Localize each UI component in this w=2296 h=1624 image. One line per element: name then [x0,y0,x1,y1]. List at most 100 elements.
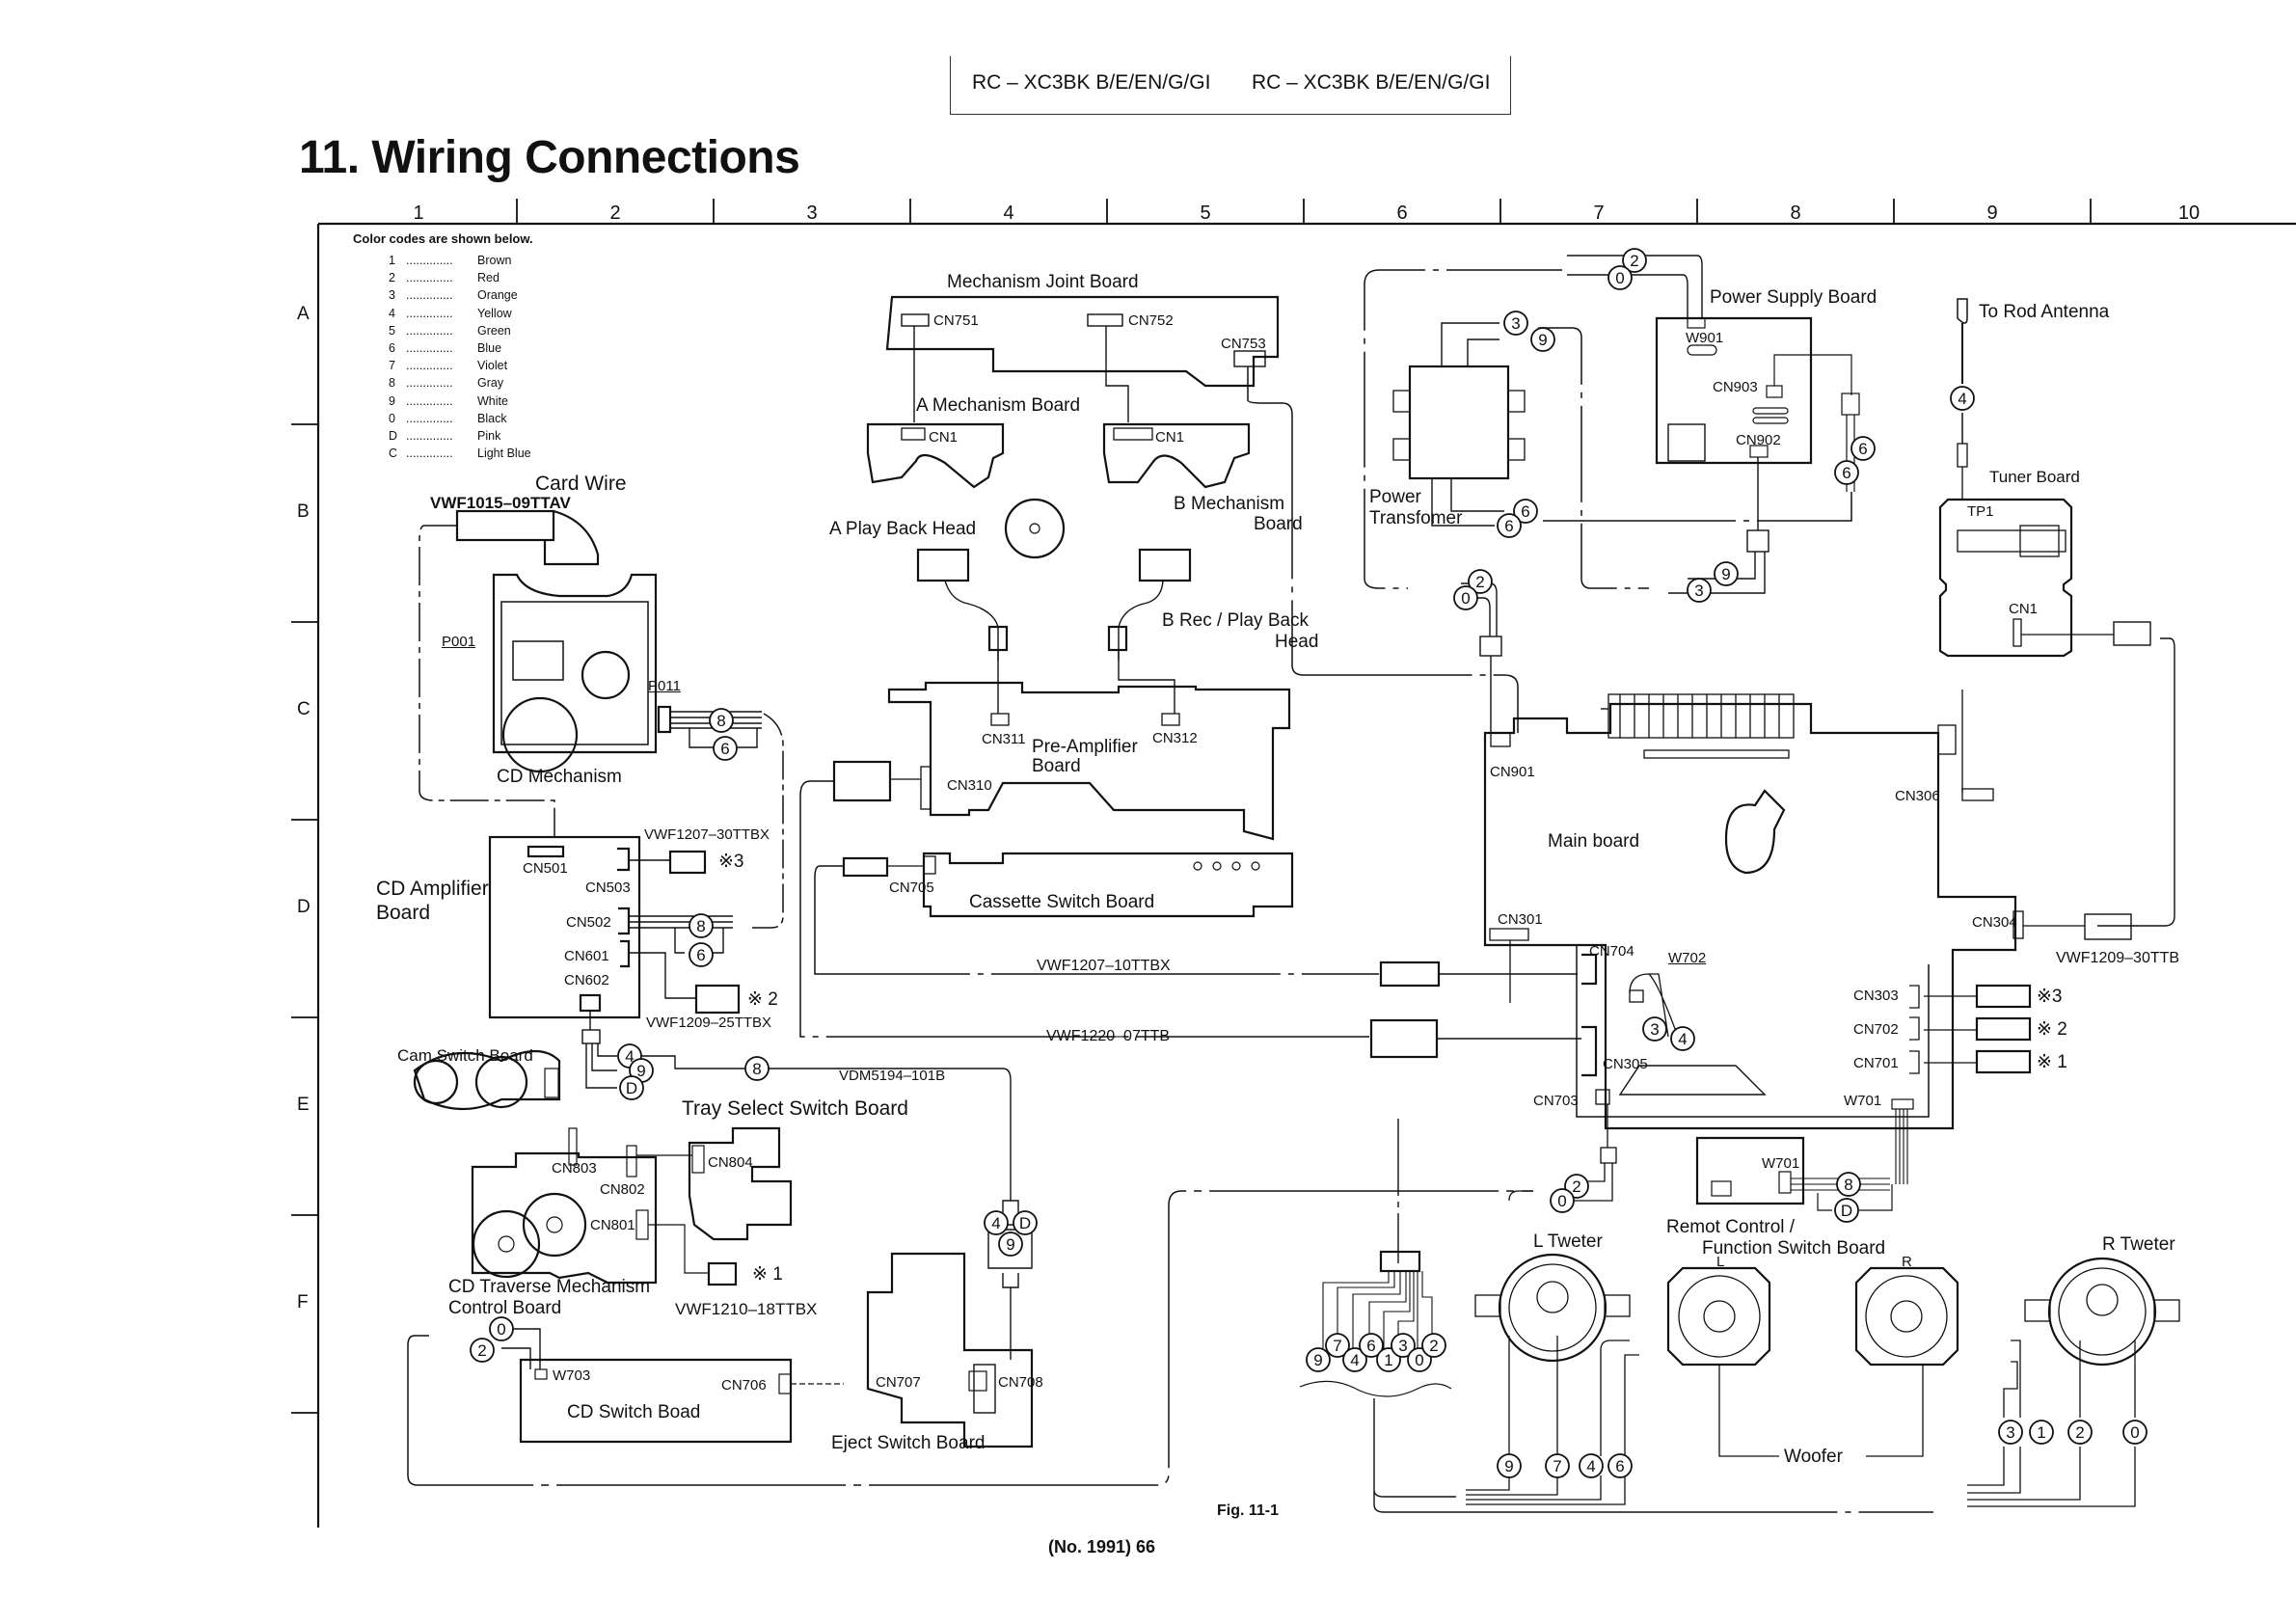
column-dividers [516,199,2092,224]
svg-text:3: 3 [1511,314,1520,333]
legend-dots: .............. [406,271,453,285]
w702-label: W702 [1668,950,1707,966]
cd-switch-board [519,1358,793,1444]
grid-column-5: 5 [1200,203,1211,224]
legend-dots: .............. [406,306,453,320]
wire-code-cd-mech-6: 6 [713,736,738,761]
r-tweeter [2024,1257,2180,1367]
legend-item: 7..............Violet [389,359,507,372]
legend-item: C..............Light Blue [389,447,531,460]
svg-text:3: 3 [2006,1423,2014,1442]
a-playback-head [916,548,1009,661]
grid-row-A: A [297,304,310,324]
vwf1207-10-label: VWF1207–10TTBX [1037,958,1171,974]
cn304-label: CN304 [1972,914,2017,931]
wire-code-amp-6: 6 [689,942,714,967]
cd-amplifier-label-2: Board [376,902,431,924]
cn503-label: CN503 [585,880,631,896]
wire-code-rw-3: 3 [1998,1420,2023,1445]
b-recplay-head-label-1: B Rec / Play Back [1162,610,1310,631]
legend-code: 9 [389,393,395,408]
eject-switch-label: Eject Switch Board [831,1433,986,1453]
wire-code-tr-6a: 6 [1513,499,1538,524]
cn703-label: CN703 [1533,1093,1579,1109]
cn753-label: CN753 [1221,336,1266,352]
legend-code: D [389,429,398,443]
b-mechanism-board [1102,422,1251,489]
legend-color: Black [477,411,507,425]
wire-code-w702-3: 3 [1642,1016,1667,1042]
legend-item: 0..............Black [389,412,507,425]
legend-code: 6 [389,341,395,355]
main-ref-mark-3: ※3 [2037,987,2063,1007]
wire-code-rc-D: D [1834,1198,1859,1223]
a-mech-cn1-label: CN1 [929,429,959,446]
legend-dots: .............. [406,376,453,391]
cn303-label: CN303 [1853,988,1899,1004]
pre-amplifier-label-1: Pre-Amplifier [1032,737,1138,757]
main-board-label: Main board [1548,831,1640,852]
main-ref-mark-1: ※ 1 [2037,1052,2067,1072]
legend-code: 2 [389,271,395,285]
page-title: 11. Wiring Connections [299,132,800,183]
w703-label: W703 [553,1367,591,1384]
svg-text:3: 3 [1650,1020,1659,1039]
tp1-label: TP1 [1967,503,1994,520]
svg-text:4: 4 [1958,390,1966,408]
grid-row-C: C [297,699,311,719]
a-mechanism-board [866,422,1005,489]
wire-code-ej-D: D [1013,1210,1038,1235]
legend-code: 7 [389,359,395,373]
r-tweeter-label: R Tweter [2102,1234,2175,1255]
b-recplay-head [1107,548,1192,661]
grid-column-3: 3 [806,203,818,224]
wire-code-rw-1: 1 [2029,1420,2054,1445]
motor [1004,498,1066,559]
amp-harness [629,915,733,999]
wire-code-ps-2: 2 [1622,248,1647,273]
vwf1220-07-label: VWF1220–07TTB [1046,1028,1171,1044]
grid-row-D: D [297,897,311,917]
r-woofer [1854,1266,1959,1367]
legend-item: 2..............Red [389,271,500,284]
cn311-label: CN311 [982,731,1026,747]
figure-caption: Fig. 11-1 [1217,1502,1280,1519]
p011-label: P011 [648,678,681,694]
cam-switch-label: Cam Switch Board [397,1046,533,1065]
cn704-label: CN704 [1589,943,1634,960]
wire-code-lt-9: 9 [1497,1453,1522,1478]
traverse-label-1: CD Traverse Mechanism [448,1277,651,1297]
cn707-label: CN707 [876,1374,921,1391]
legend-color: Blue [477,341,502,355]
cn701-label: CN701 [1853,1055,1899,1071]
ref-mark-2: ※ 2 [747,989,778,1010]
wire-code-rc-8: 8 [1836,1172,1861,1197]
pre-amplifier-board [887,681,1291,841]
wire-code-amp-8: 8 [689,913,714,938]
cn901-label: CN901 [1490,764,1535,780]
card-wire-cable [419,525,555,837]
eject-switch-board [866,1252,1034,1448]
cd-mechanism-label: CD Mechanism [497,767,622,787]
power-transformer-label-1: Power [1369,487,1421,507]
legend-item: 8..............Gray [389,376,503,390]
p001-label: P001 [442,634,476,650]
legend-dots: .............. [406,393,453,408]
cn312-label: CN312 [1152,730,1198,746]
l-tweeter [1474,1253,1631,1363]
svg-text:4: 4 [625,1047,634,1066]
cd-amplifier-label-1: CD Amplifier [376,878,489,900]
legend-color: Gray [477,376,504,391]
svg-text:9: 9 [1006,1235,1014,1254]
grid-column-6: 6 [1396,203,1408,224]
svg-text:6: 6 [720,740,729,758]
wire-code-w702-4: 4 [1670,1026,1695,1051]
wire-code-rt-0: 0 [2122,1420,2147,1445]
legend-item: 1..............Brown [389,254,511,267]
wire-code-cdsw-0: 0 [489,1316,514,1341]
legend-item: 9..............White [389,394,508,408]
legend-dots: .............. [406,254,453,267]
connector-wire-code: 3 [1391,1333,1416,1358]
legend-dots: .............. [406,359,453,373]
card-wire-label: Card Wire [535,473,627,495]
